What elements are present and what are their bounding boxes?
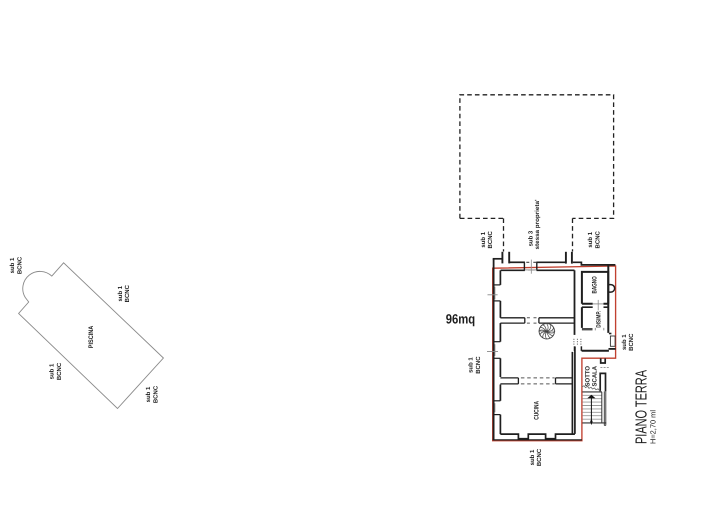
svg-text:DISIMP.: DISIMP. [596,311,603,328]
svg-text:BCNC: BCNC [152,385,159,403]
svg-text:sub 1: sub 1 [145,386,152,402]
svg-text:SOTTO: SOTTO [585,366,592,387]
svg-text:BCNC: BCNC [628,333,635,351]
svg-text:PISCINA: PISCINA [88,326,95,349]
svg-text:BAGNO: BAGNO [591,276,598,293]
svg-text:sub 1: sub 1 [529,449,536,465]
svg-text:BCNC: BCNC [536,448,543,466]
svg-text:sub 1: sub 1 [587,231,594,247]
svg-text:H=2,70 ml: H=2,70 ml [648,410,657,444]
svg-text:stessa proprieta': stessa proprieta' [534,199,541,250]
svg-text:BCNC: BCNC [595,230,602,248]
svg-text:BCNC: BCNC [124,284,131,302]
svg-text:CUCINA: CUCINA [533,401,540,420]
svg-text:sub 3: sub 3 [528,230,535,246]
svg-text:PIANO TERRA: PIANO TERRA [633,370,650,444]
svg-text:sub 1: sub 1 [468,357,475,373]
svg-text:BCNC: BCNC [487,230,494,248]
svg-text:BCNC: BCNC [475,356,482,374]
svg-text:BCNC: BCNC [56,362,63,380]
svg-text:sub 1: sub 1 [480,231,487,247]
svg-text:sub 1: sub 1 [9,257,16,273]
svg-text:SCALA: SCALA [591,365,598,386]
svg-text:sub 1: sub 1 [621,334,628,350]
svg-text:BCNC: BCNC [16,256,23,274]
svg-text:sub 1: sub 1 [49,363,56,379]
svg-text:96mq: 96mq [446,311,476,326]
svg-text:sub 1: sub 1 [117,285,124,301]
